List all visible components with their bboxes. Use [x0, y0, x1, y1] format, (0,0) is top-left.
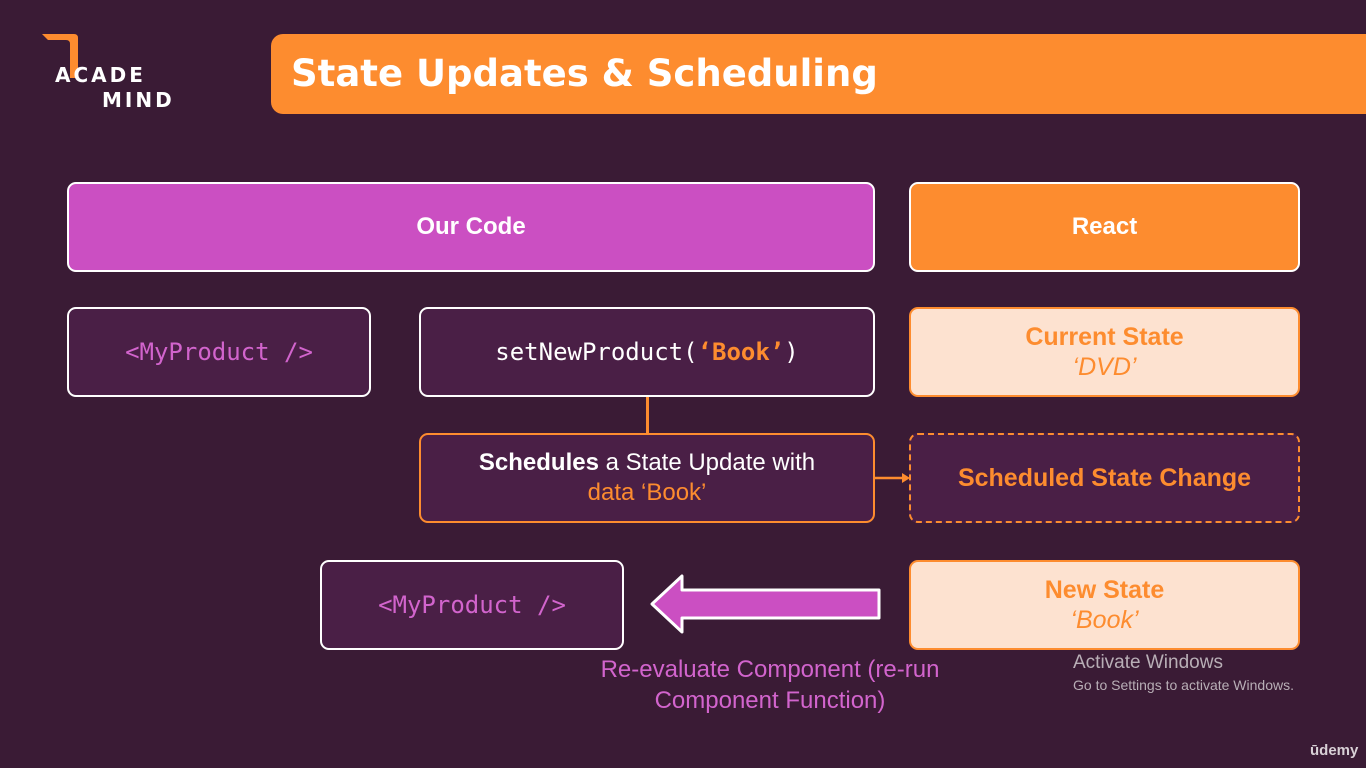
arrow-left-icon	[650, 574, 881, 634]
connector-line	[646, 397, 649, 434]
slide-title: State Updates & Scheduling	[291, 52, 878, 95]
new-state-value: ‘Book’	[1070, 606, 1139, 634]
myproduct-rerendered-label: <MyProduct />	[378, 591, 566, 619]
myproduct-rerendered-box: <MyProduct />	[320, 560, 624, 650]
reevaluate-label: Re-evaluate Component (re-run Component …	[560, 654, 980, 716]
schedules-line2: data ‘Book’	[587, 479, 707, 506]
myproduct-component-label: <MyProduct />	[125, 338, 313, 366]
scheduled-state-change-label: Scheduled State Change	[957, 464, 1252, 492]
logo-text-line2: MIND	[102, 88, 175, 112]
reevaluate-line2: Component Function)	[654, 687, 886, 714]
new-state-title: New State	[1044, 576, 1165, 604]
arrow-right-icon	[875, 473, 910, 483]
set-new-product-call: setNewProduct(‘Book’)	[495, 338, 798, 366]
schedules-line1: Schedules a State Update with	[479, 448, 815, 478]
our-code-header: Our Code	[67, 182, 875, 272]
set-new-product-call-box: setNewProduct(‘Book’)	[419, 307, 875, 397]
activate-windows-subtitle: Go to Settings to activate Windows.	[1073, 677, 1294, 693]
react-header: React	[909, 182, 1300, 272]
current-state-value: ‘DVD’	[1072, 353, 1137, 381]
schedules-bold: Schedules	[478, 449, 599, 476]
title-bar: State Updates & Scheduling	[271, 34, 1366, 114]
reevaluate-line1: Re-evaluate Component (re-run	[600, 656, 940, 683]
call-prefix: setNewProduct(	[495, 338, 698, 366]
scheduled-state-change-box: Scheduled State Change	[909, 433, 1300, 523]
our-code-label: Our Code	[416, 213, 526, 240]
new-state-box: New State ‘Book’	[909, 560, 1300, 650]
myproduct-component-box: <MyProduct />	[67, 307, 371, 397]
udemy-logo: ūdemy	[1310, 742, 1359, 759]
call-argument: ‘Book’	[697, 338, 785, 366]
academind-logo-icon	[42, 34, 78, 78]
current-state-box: Current State ‘DVD’	[909, 307, 1300, 397]
schedules-update-box: Schedules a State Update with data ‘Book…	[419, 433, 875, 523]
logo-text-line1: ACADE	[55, 63, 146, 87]
schedules-rest: a State Update with	[598, 449, 816, 476]
call-suffix: )	[784, 338, 799, 366]
react-label: React	[1071, 213, 1138, 240]
activate-windows-title: Activate Windows	[1073, 652, 1223, 673]
current-state-title: Current State	[1025, 323, 1184, 351]
